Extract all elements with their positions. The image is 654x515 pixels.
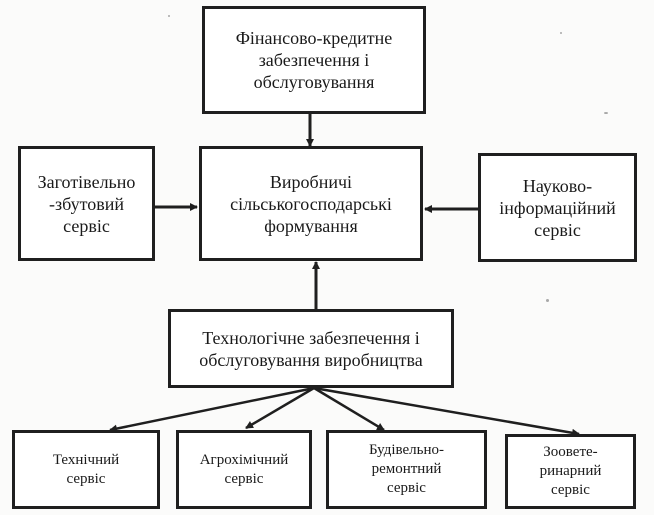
node-procurement: Заготівельно -збутовий сервіс	[18, 146, 155, 261]
arrow-technology-to-technical	[109, 386, 315, 433]
scan-speck	[604, 112, 608, 114]
node-veterinary: Зоовете- ринарний сервіс	[505, 434, 636, 509]
node-agrochem-label: Агрохімічний сервіс	[199, 451, 289, 487]
node-construction: Будівельно- ремонтний сервіс	[326, 430, 487, 509]
node-technology: Технологічне забезпечення і обслуговуван…	[168, 309, 454, 388]
node-production-label: Виробничі сільськогосподарські формуванн…	[230, 171, 392, 236]
node-construction-label: Будівельно- ремонтний сервіс	[368, 442, 445, 496]
node-production: Виробничі сільськогосподарські формуванн…	[199, 146, 423, 261]
node-finance-label: Фінансово-кредитне забезпечення і обслуг…	[235, 28, 393, 92]
scan-speck	[560, 32, 562, 34]
scan-speck	[546, 299, 549, 302]
node-science: Науково- інформаційний сервіс	[478, 153, 637, 262]
arrow-technology-to-construction	[313, 386, 385, 432]
node-veterinary-label: Зоовете- ринарний сервіс	[539, 444, 602, 498]
arrow-technology-to-agrochem	[245, 386, 315, 430]
node-finance: Фінансово-кредитне забезпечення і обслуг…	[202, 6, 426, 114]
node-technology-label: Технологічне забезпечення і обслуговуван…	[199, 327, 423, 370]
node-science-label: Науково- інформаційний сервіс	[499, 175, 616, 240]
arrow-technology-to-veterinary	[313, 386, 580, 437]
node-technical-label: Технічний сервіс	[52, 451, 120, 487]
node-procurement-label: Заготівельно -збутовий сервіс	[37, 171, 136, 236]
node-technical: Технічний сервіс	[12, 430, 160, 509]
node-agrochem: Агрохімічний сервіс	[176, 430, 312, 509]
scan-speck	[168, 15, 170, 17]
